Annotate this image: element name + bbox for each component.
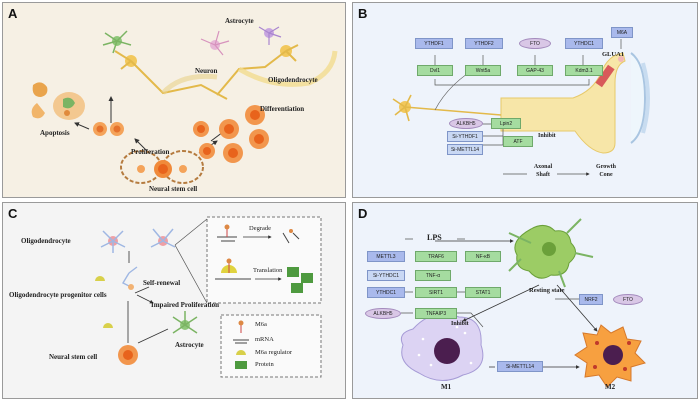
panel-c-artwork: [95, 216, 322, 378]
panel-label-b: B: [358, 6, 368, 21]
astrocyte-icon: [102, 30, 132, 54]
opc-icon: [122, 266, 138, 290]
oligodendrocyte-icon: [100, 228, 176, 253]
gene-box-stat1: STAT1: [465, 287, 501, 298]
label-oligodendrocyte: Oligodendrocyte: [268, 76, 318, 84]
legend-m6a-icon: [238, 320, 244, 333]
gene-box-nrf2: NRF2: [579, 294, 603, 305]
degrade-diagram: [217, 224, 300, 244]
label-impaired-proliferation: Impaired Proliferation: [151, 301, 219, 309]
label-inhibit: Inhibit: [451, 321, 469, 327]
label-neuron: Neuron: [195, 67, 218, 75]
label-resting-state: Resting state: [529, 287, 565, 294]
label-proliferation: Proliferation: [131, 148, 170, 156]
gene-box-ythdc1: YTHDC1: [367, 287, 405, 298]
label-lps: LPS: [427, 233, 442, 242]
gene-box-dvl1: Dvl1: [417, 65, 453, 76]
gene-box-si-mettl14: Si-METTL14: [497, 361, 543, 372]
gene-box-si-mettl14: Si-METTL14: [447, 144, 483, 155]
gene-box-tnfaip3: TNFAIP3: [415, 308, 457, 319]
label-oligodendrocyte: Oligodendrocyte: [21, 237, 71, 245]
gene-box-sirt1: SIRT1: [415, 287, 457, 298]
label-opc: Oligodendrocyte progenitor cells: [9, 291, 107, 299]
legend-label-m6a: M6a: [255, 321, 267, 328]
panel-a: A Astrocyte Neuron Oligodendrocyte Diffe…: [2, 2, 346, 198]
label-self-renewal: Self-renewal: [143, 279, 181, 287]
legend-label-regulator: M6a regulator: [255, 349, 293, 356]
gene-box-ythdf2: YTHDF2: [465, 38, 503, 49]
gene-box-si-ythdf1: Si-YTHDF1: [447, 131, 483, 142]
differentiating-cell-cluster: [193, 105, 269, 163]
m6a-regulator-icons: [95, 276, 113, 328]
apoptosis-icon: [31, 82, 85, 120]
panel-label-a: A: [8, 6, 18, 21]
label-glua1: GLUA1: [602, 51, 625, 58]
legend-label-protein: Protein: [255, 361, 274, 368]
panel-c: C Oligodendrocyte Oligodendrocyte progen…: [2, 202, 346, 399]
panel-d-artwork: [400, 218, 646, 388]
legend-protein-icon: [235, 361, 247, 369]
gene-box-lpin2: Lpin2: [491, 118, 521, 129]
label-astrocyte: Astrocyte: [225, 17, 254, 25]
m1-microglia-icon: [400, 313, 484, 381]
neuron-icon-right: [200, 26, 338, 96]
panel-b-artwork: [392, 39, 650, 198]
label-neural-stem-cell: Neural stem cell: [49, 353, 98, 361]
gene-box-tnfa: TNF-α: [415, 270, 451, 281]
label-apoptosis: Apoptosis: [40, 129, 70, 137]
neuron-icon-left: [114, 50, 228, 100]
growth-cone-icon: [500, 52, 650, 154]
label-degrade: Degrade: [249, 225, 272, 232]
neural-stem-cell-icon: [118, 345, 138, 365]
gene-box-atf: ATF: [503, 136, 533, 147]
gene-box-nfkb: NF-κB: [465, 251, 501, 262]
panel-label-c: C: [8, 206, 18, 221]
gene-box-ythdc1: YTHDC1: [565, 38, 603, 49]
proliferating-cell-icon: [93, 122, 124, 136]
label-axonal-shaft: Axonal Shaft: [533, 164, 553, 178]
panel-a-artwork: [31, 26, 338, 184]
gene-box-alkbh5: ALKBH5: [449, 118, 483, 129]
m2-microglia-icon: [574, 324, 646, 388]
gene-box-gap43: GAP-43: [517, 65, 553, 76]
gene-box-mettl3: METTL3: [367, 251, 405, 262]
legend-mrna-icon: [233, 339, 249, 344]
gene-box-kdm3a: Kdm3.1: [565, 65, 603, 76]
gene-box-alkbh5: ALKBH5: [365, 308, 401, 319]
panel-label-d: D: [358, 206, 368, 221]
label-translation: Translation: [253, 267, 283, 274]
label-neural-stem-cell: Neural stem cell: [149, 185, 198, 193]
legend-label-mrna: mRNA: [255, 336, 274, 343]
label-differentiation: Differentiation: [260, 105, 305, 113]
gene-box-traf6: TRAF6: [415, 251, 457, 262]
label-growth-cone: Growth Cone: [596, 164, 616, 178]
gene-box-ythdf1: YTHDF1: [415, 38, 453, 49]
neural-stem-cell-icon: [120, 150, 204, 184]
translation-diagram: [215, 258, 313, 293]
label-astrocyte: Astrocyte: [175, 341, 204, 349]
panel-b: B YTHDF1 YTHDF2 FTO YTHDC1 M6A GLUA1 Dvl…: [352, 2, 698, 198]
legend-regulator-icon: [236, 350, 246, 355]
label-m2: M2: [605, 383, 616, 391]
gene-box-m6a: M6A: [611, 27, 633, 38]
gene-box-fto: FTO: [519, 38, 551, 49]
gene-box-fto: FTO: [613, 294, 643, 305]
label-inhibit: Inhibit: [538, 133, 556, 139]
resting-microglia-icon: [508, 218, 594, 288]
astrocyte-icon: [172, 311, 198, 334]
panel-d: D LPS METTL3 TRAF6 NF-κB Si-YTHDC1 TNF-α…: [352, 202, 698, 399]
gene-box-wnt5a: Wnt5a: [465, 65, 501, 76]
gene-box-si-ythdc1: Si-YTHDC1: [367, 270, 405, 281]
label-m1: M1: [441, 383, 452, 391]
